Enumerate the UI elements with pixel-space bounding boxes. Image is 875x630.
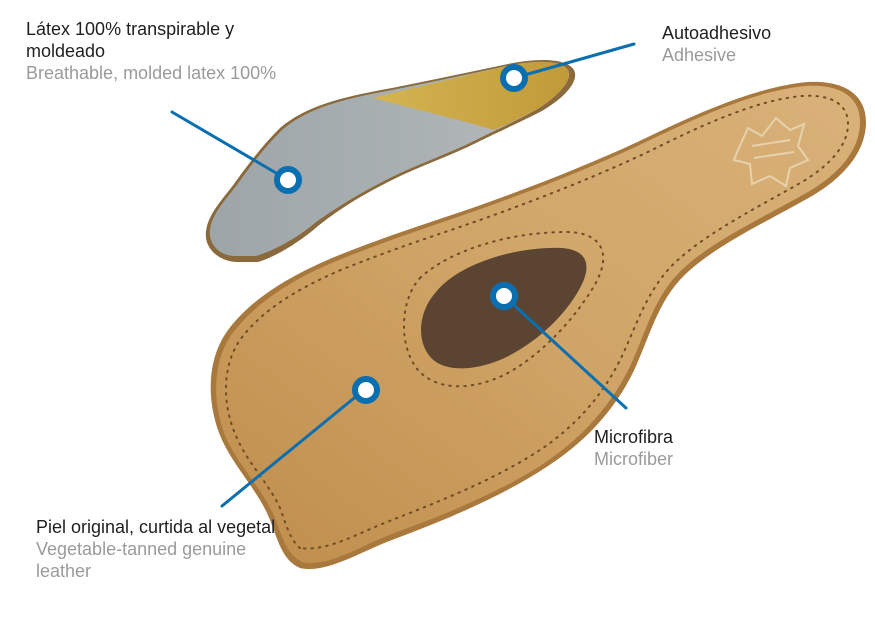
label-adhesive-en: Adhesive (662, 44, 862, 66)
marker-latex (277, 169, 299, 191)
label-adhesive: Autoadhesivo Adhesive (662, 22, 862, 66)
label-latex-es: Látex 100% transpirable y moldeado (26, 18, 286, 62)
label-microfiber: Microfibra Microfiber (594, 426, 794, 470)
label-adhesive-es: Autoadhesivo (662, 22, 862, 44)
label-leather-en: Vegetable-tanned genuine leather (36, 538, 286, 582)
label-leather-es: Piel original, curtida al vegetal (36, 516, 286, 538)
label-latex-en: Breathable, molded latex 100% (26, 62, 286, 84)
marker-microfiber (493, 285, 515, 307)
marker-leather (355, 379, 377, 401)
label-microfiber-en: Microfiber (594, 448, 794, 470)
marker-adhesive (503, 67, 525, 89)
label-leather: Piel original, curtida al vegetal Vegeta… (36, 516, 286, 582)
label-microfiber-es: Microfibra (594, 426, 794, 448)
label-latex: Látex 100% transpirable y moldeado Breat… (26, 18, 286, 84)
